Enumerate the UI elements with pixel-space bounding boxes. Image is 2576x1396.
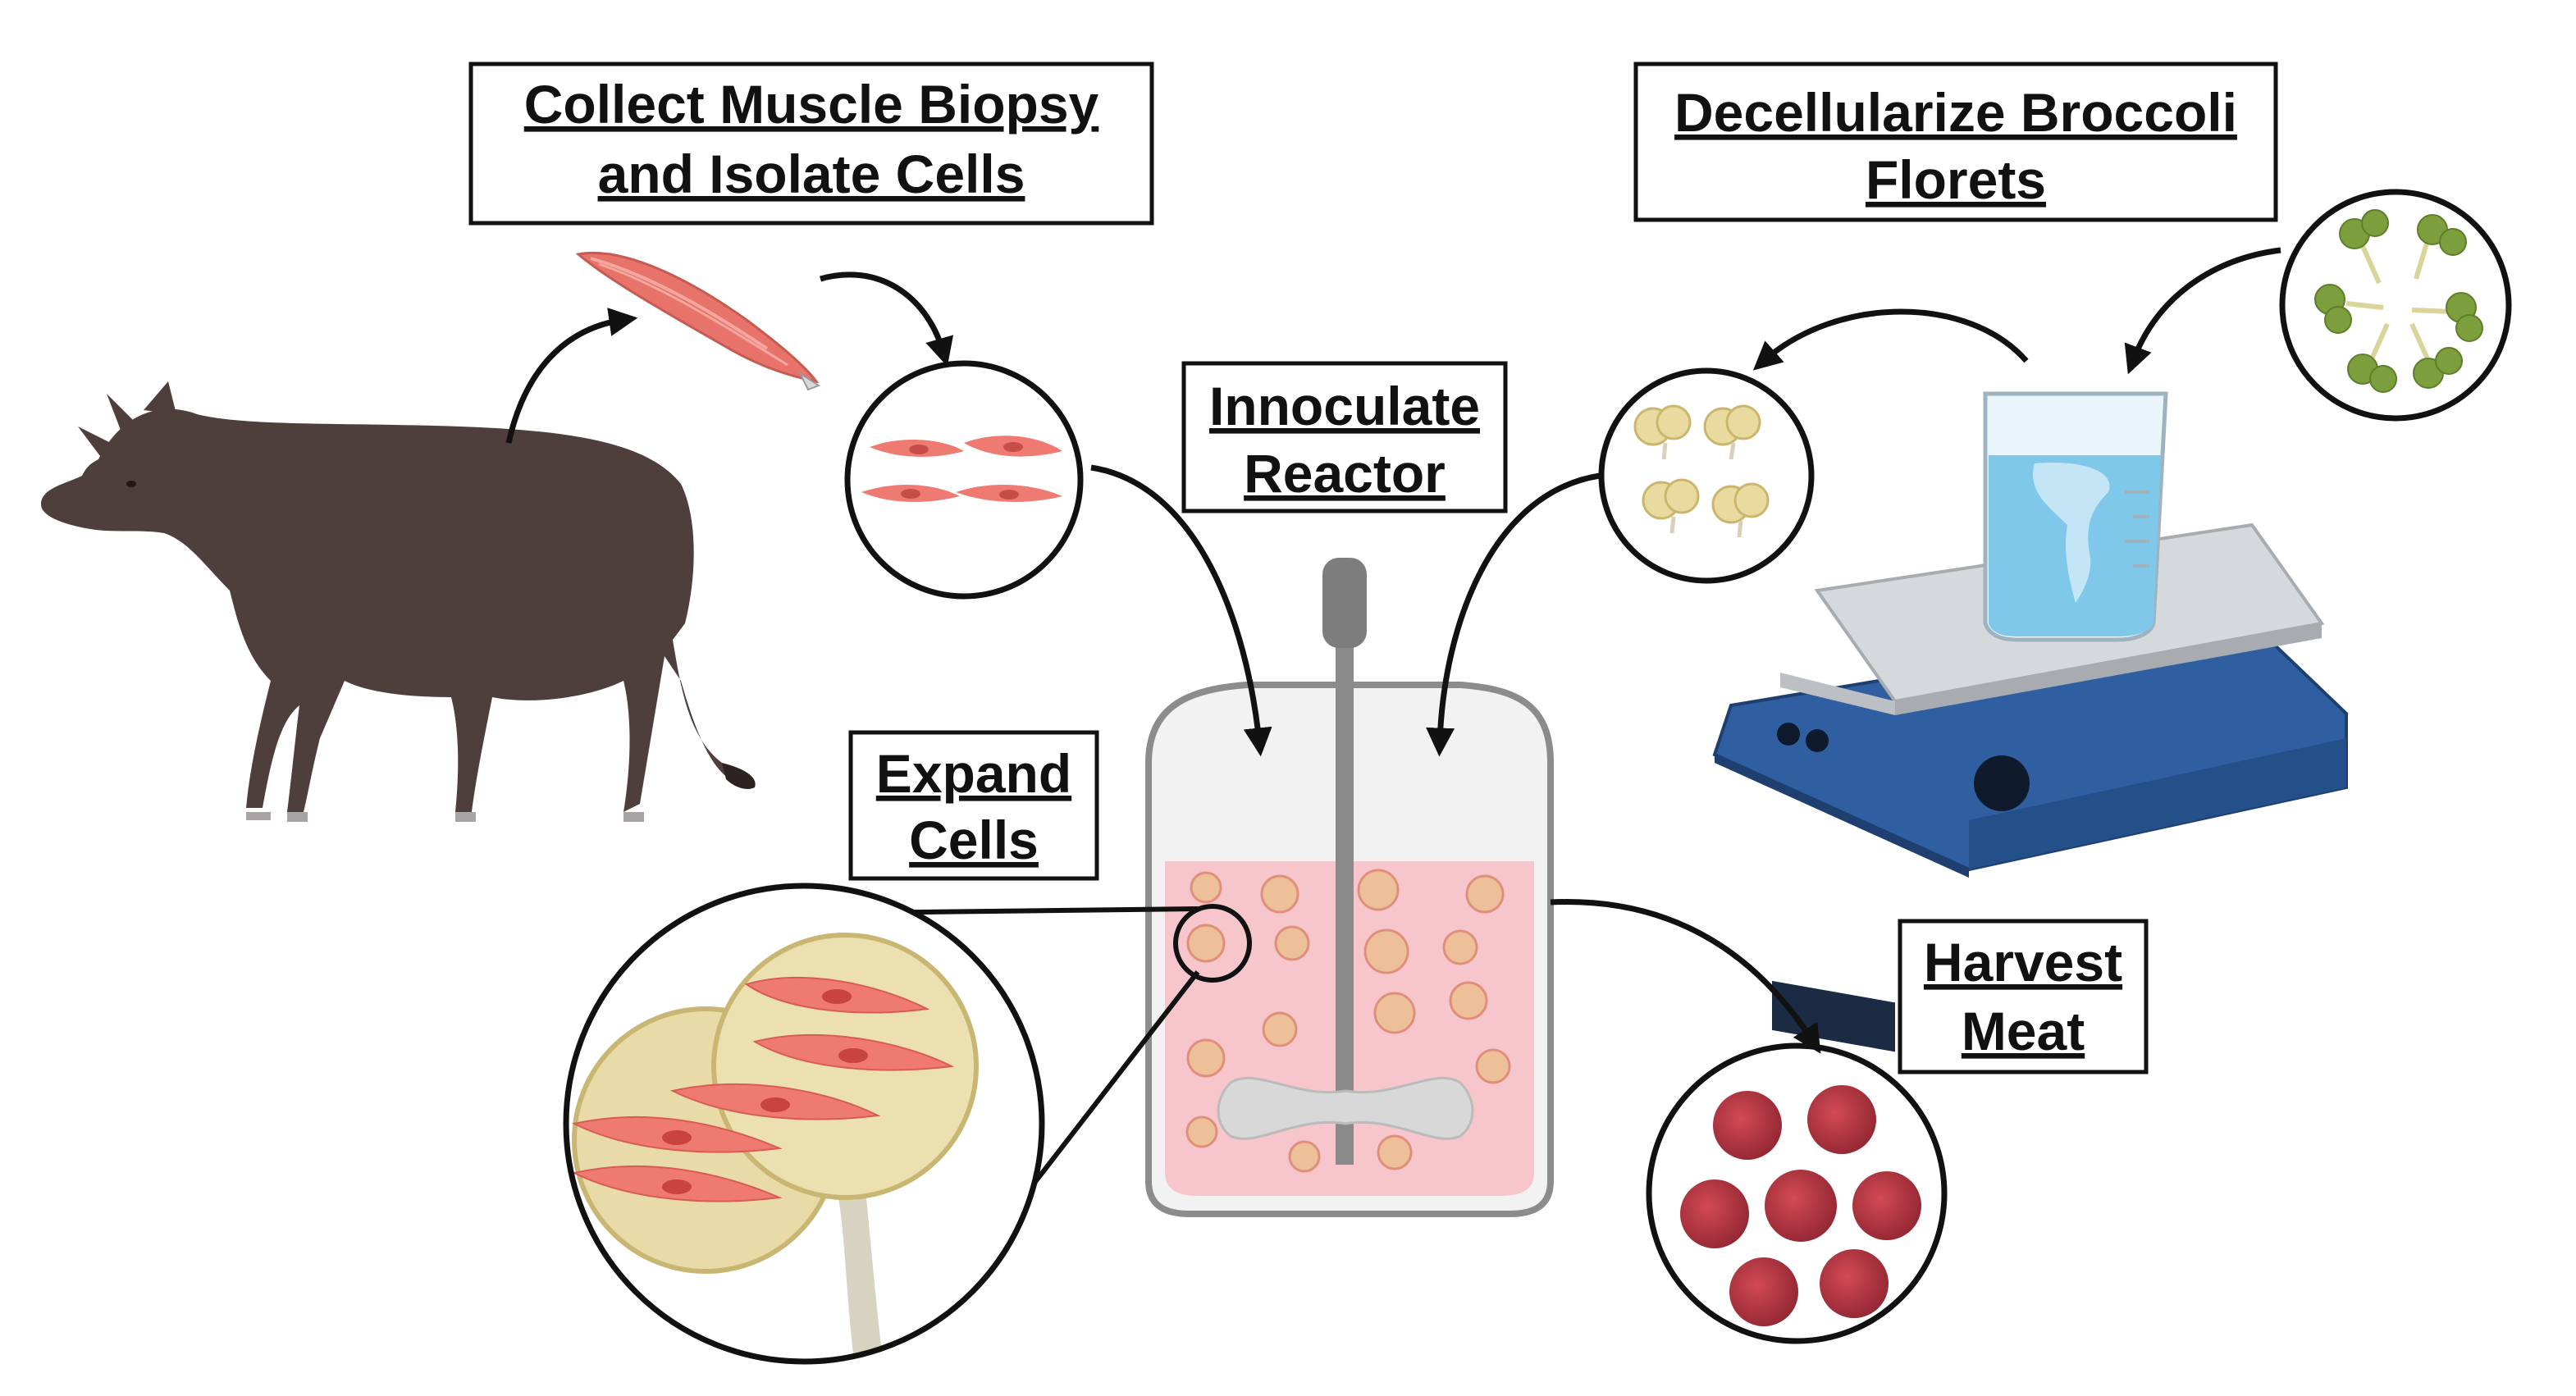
arrow-cells-to-reactor — [1090, 464, 1272, 757]
cow-icon — [41, 381, 756, 822]
arrow-cow-to-muscle — [505, 308, 638, 444]
arrow-beaker-to-scaffold — [1752, 308, 2029, 371]
decell-label-box: Decellularize Broccoli Florets — [1633, 62, 2278, 222]
collect-label-box: Collect Muscle Biopsy and Isolate Cells — [468, 62, 1154, 226]
beaker-icon — [1983, 391, 2168, 642]
expand-label-line1: Expand — [876, 743, 1071, 804]
expand-label-line2: Cells — [909, 810, 1039, 870]
decell-label-line1: Decellularize Broccoli — [1674, 82, 2237, 143]
reactor-scaffold-particles — [1185, 869, 1511, 1173]
arrow-muscle-to-cells — [820, 271, 954, 367]
bioreactor-icon — [1145, 558, 1554, 1217]
harvest-label-line1: Harvest — [1924, 932, 2122, 992]
arrows — [505, 247, 2281, 1054]
cells-icon — [844, 360, 1084, 600]
collect-label-line2: and Isolate Cells — [598, 144, 1025, 204]
innoculate-label-line1: Innoculate — [1209, 376, 1480, 436]
harvest-label-box: Harvest Meat — [1898, 919, 2149, 1074]
arrow-reactor-to-meat — [1550, 899, 1821, 1054]
harvest-label-line2: Meat — [1962, 1001, 2085, 1061]
broccoli-icon — [2279, 189, 2512, 422]
zoom-scaffold-icon — [563, 883, 1252, 1365]
collect-label-line1: Collect Muscle Biopsy — [524, 74, 1099, 135]
innoculate-label-line2: Reactor — [1244, 443, 1446, 504]
expand-label-box: Expand Cells — [848, 730, 1099, 881]
innoculate-label-box: Innoculate Reactor — [1181, 361, 1508, 513]
meat-icon — [1646, 1042, 1948, 1344]
muscle-icon — [575, 252, 821, 391]
arrow-scaffold-to-reactor — [1426, 472, 1601, 757]
arrow-broccoli-to-beaker — [2124, 247, 2281, 375]
decell-label-line2: Florets — [1866, 149, 2046, 210]
scaffold-icon — [1598, 367, 1815, 584]
